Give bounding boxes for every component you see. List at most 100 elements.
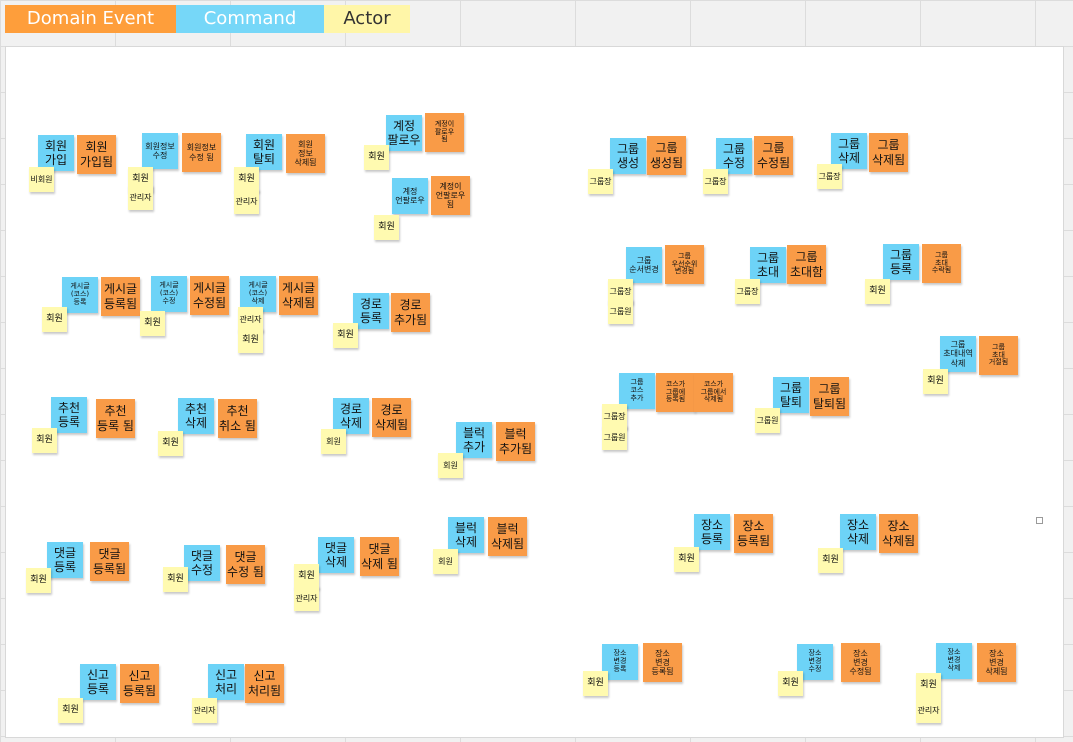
actor-sticky[interactable]: 회원 xyxy=(238,328,263,353)
command-sticky[interactable]: 추천 삭제 xyxy=(178,398,214,434)
resize-handle[interactable] xyxy=(1036,517,1043,524)
event-sticky[interactable]: 댓글 등록됨 xyxy=(90,542,129,581)
actor-sticky[interactable]: 회원 xyxy=(140,311,165,336)
command-sticky[interactable]: 계정 언팔로우 xyxy=(392,178,428,214)
event-sticky[interactable]: 코스가 그룹에 등록됨 xyxy=(656,373,695,412)
actor-sticky[interactable]: 회원 xyxy=(321,429,346,454)
actor-sticky[interactable]: 그룹장 xyxy=(817,164,842,189)
event-sticky[interactable]: 추천 취소 됨 xyxy=(218,399,257,438)
actor-sticky[interactable]: 그룹장 xyxy=(735,279,760,304)
command-sticky[interactable]: 장소 삭제 xyxy=(840,514,876,550)
actor-sticky[interactable]: 회원 xyxy=(923,369,948,394)
event-sticky[interactable]: 계정이 언팔로우 됨 xyxy=(431,176,470,215)
actor-sticky[interactable]: 회원 xyxy=(818,548,843,573)
event-sticky[interactable]: 댓글 삭제 됨 xyxy=(360,537,399,576)
command-sticky[interactable]: 댓글 등록 xyxy=(47,542,83,578)
actor-sticky[interactable]: 회원 xyxy=(364,145,389,170)
event-sticky[interactable]: 그룹 생성됨 xyxy=(647,136,686,175)
actor-sticky[interactable]: 회원 xyxy=(374,215,399,240)
command-sticky[interactable]: 그룹 탈퇴 xyxy=(773,377,809,413)
event-sticky[interactable]: 신고 처리됨 xyxy=(245,664,284,703)
command-sticky[interactable]: 댓글 삭제 xyxy=(318,537,354,573)
event-sticky[interactable]: 블럭 추가됨 xyxy=(496,422,535,461)
command-sticky[interactable]: 그룹 삭제 xyxy=(831,133,867,169)
event-sticky[interactable]: 계정이 팔로우 됨 xyxy=(425,113,464,152)
event-sticky[interactable]: 댓글 수정 됨 xyxy=(226,545,265,584)
event-sticky[interactable]: 그룹 초대 수락됨 xyxy=(922,244,961,283)
event-sticky[interactable]: 경로 추가됨 xyxy=(391,293,430,332)
command-sticky[interactable]: 그룹 수정 xyxy=(716,138,752,174)
command-sticky[interactable]: 블럭 추가 xyxy=(456,422,492,458)
event-sticky[interactable]: 장소 변경 삭제됨 xyxy=(977,643,1016,682)
actor-sticky[interactable]: 회원 xyxy=(433,549,458,574)
actor-sticky[interactable]: 회원 xyxy=(58,698,83,723)
actor-sticky[interactable]: 회원 xyxy=(438,453,463,478)
event-sticky[interactable]: 게시글 삭제됨 xyxy=(279,276,318,315)
event-sticky[interactable]: 게시글 수정됨 xyxy=(190,276,229,315)
event-sticky[interactable]: 그룹 삭제됨 xyxy=(869,133,908,172)
actor-sticky[interactable]: 관리자 xyxy=(192,698,217,723)
actor-sticky[interactable]: 회원 xyxy=(583,671,608,696)
event-sticky[interactable]: 회원 정보 삭제됨 xyxy=(286,134,325,173)
command-sticky[interactable]: 게시글 (코스) 삭제 xyxy=(240,276,276,312)
actor-sticky[interactable]: 관리자 xyxy=(916,698,941,723)
actor-sticky[interactable]: 회원 xyxy=(778,671,803,696)
actor-sticky[interactable]: 그룹장 xyxy=(588,169,613,194)
command-sticky[interactable]: 그룹 등록 xyxy=(883,244,919,280)
command-sticky[interactable]: 회원정보 수정 xyxy=(142,133,178,169)
actor-sticky[interactable]: 회원 xyxy=(42,307,67,332)
command-sticky[interactable]: 그룹 초대내역 삭제 xyxy=(940,336,976,372)
actor-sticky[interactable]: 회원 xyxy=(234,167,259,192)
event-sticky[interactable]: 그룹 탈퇴됨 xyxy=(810,377,849,416)
actor-sticky[interactable]: 회원 xyxy=(916,673,941,698)
event-sticky[interactable]: 블럭 삭제됨 xyxy=(488,517,527,556)
command-sticky[interactable]: 댓글 수정 xyxy=(184,545,220,581)
actor-sticky[interactable]: 회원 xyxy=(294,564,319,589)
event-sticky[interactable]: 신고 등록됨 xyxy=(120,664,159,703)
command-sticky[interactable]: 그룹 코스 추가 xyxy=(619,373,655,409)
event-sticky[interactable]: 그룹 수정됨 xyxy=(754,136,793,175)
event-sticky[interactable]: 그룹 우선순위 변경됨 xyxy=(665,245,704,284)
event-sticky[interactable]: 그룹 초대 거절됨 xyxy=(979,336,1018,375)
command-sticky[interactable]: 장소 등록 xyxy=(694,514,730,550)
event-storming-board[interactable]: 회원 가입 회원 가입됨 비회원 회원정보 수정 회원정보 수정 됨 회원 관리… xyxy=(5,46,1064,738)
command-sticky[interactable]: 회원 탈퇴 xyxy=(246,134,282,170)
command-sticky[interactable]: 장소 변경 삭제 xyxy=(936,643,972,679)
event-sticky[interactable]: 장소 변경 수정됨 xyxy=(841,643,880,682)
command-sticky[interactable]: 게시글 (코스) 수정 xyxy=(151,276,187,312)
command-sticky[interactable]: 장소 변경 등록 xyxy=(602,644,638,680)
event-sticky[interactable]: 회원정보 수정 됨 xyxy=(182,133,221,172)
actor-sticky[interactable]: 관리자 xyxy=(238,307,263,332)
command-sticky[interactable]: 경로 등록 xyxy=(353,293,389,329)
command-sticky[interactable]: 블럭 삭제 xyxy=(448,517,484,553)
actor-sticky[interactable]: 그룹원 xyxy=(602,425,627,450)
actor-sticky[interactable]: 회원 xyxy=(865,279,890,304)
actor-sticky[interactable]: 회원 xyxy=(163,567,188,592)
command-sticky[interactable]: 회원 가입 xyxy=(38,135,74,171)
command-sticky[interactable]: 추천 등록 xyxy=(51,397,87,433)
command-sticky[interactable]: 그룹 초대 xyxy=(750,247,786,283)
actor-sticky[interactable]: 회원 xyxy=(26,568,51,593)
actor-sticky[interactable]: 비회원 xyxy=(29,167,54,192)
actor-sticky[interactable]: 그룹장 xyxy=(703,169,728,194)
command-sticky[interactable]: 계정 팔로우 xyxy=(386,115,422,151)
actor-sticky[interactable]: 관리자 xyxy=(294,586,319,611)
event-sticky[interactable]: 장소 변경 등록됨 xyxy=(643,643,682,682)
command-sticky[interactable]: 경로 삭제 xyxy=(333,398,369,434)
event-sticky[interactable]: 경로 삭제됨 xyxy=(372,398,411,437)
actor-sticky[interactable]: 회원 xyxy=(333,323,358,348)
command-sticky[interactable]: 장소 변경 수정 xyxy=(797,644,833,680)
actor-sticky[interactable]: 그룹장 xyxy=(602,404,627,429)
event-sticky[interactable]: 게시글 등록됨 xyxy=(101,277,140,316)
command-sticky[interactable]: 신고 등록 xyxy=(80,664,116,700)
event-sticky[interactable]: 장소 삭제됨 xyxy=(879,514,918,553)
actor-sticky[interactable]: 회원 xyxy=(32,428,57,453)
actor-sticky[interactable]: 그룹원 xyxy=(755,408,780,433)
command-sticky[interactable]: 그룹 순서변경 xyxy=(626,247,662,283)
event-sticky[interactable]: 코스가 그룹에서 삭제됨 xyxy=(694,373,733,412)
event-sticky[interactable]: 그룹 초대함 xyxy=(787,245,826,284)
event-sticky[interactable]: 추천 등록 됨 xyxy=(96,399,135,438)
command-sticky[interactable]: 그룹 생성 xyxy=(610,138,646,174)
event-sticky[interactable]: 회원 가입됨 xyxy=(77,135,116,174)
actor-sticky[interactable]: 관리자 xyxy=(234,189,259,214)
